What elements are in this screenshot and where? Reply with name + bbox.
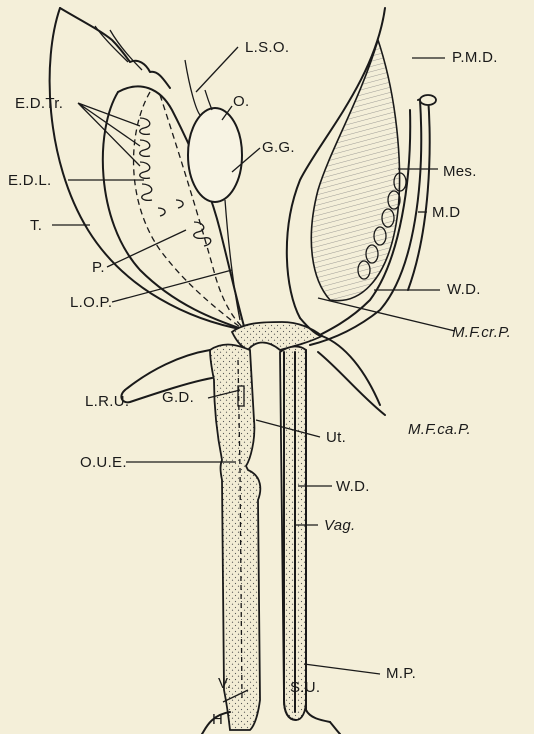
label-o: O. [233,93,249,110]
label-mp: M.P. [386,665,416,682]
label-v: V. [218,675,231,692]
ovary [188,108,242,202]
label-edtr: E.D.Tr. [15,95,63,112]
label-mfcrp: M.F.cr.P. [452,324,511,341]
label-pmd: P.M.D. [452,49,498,66]
label-h: H [212,711,223,728]
label-wd-lower: W.D. [336,478,370,495]
label-md: M.D [432,204,460,221]
leader-mp [304,664,380,674]
fimbriated-ostium [60,8,170,88]
label-gd: G.D. [162,389,194,406]
right-caudal-fold [318,336,385,415]
leader-lso [196,47,238,92]
sinus-urogenital-right [330,722,340,734]
label-t: T. [30,217,42,234]
label-lso: L.S.O. [245,39,289,56]
mullerian-duct-ostium [420,95,436,105]
uterus-vagina-tube [210,345,260,730]
label-lop: L.O.P. [70,294,112,311]
left-round-ligament-upper [125,350,210,390]
label-vag: Vag. [324,517,356,534]
label-oue: O.U.E. [80,454,127,471]
label-edl: E.D.L. [8,172,51,189]
label-mfcap: M.F.ca.P. [408,421,471,438]
label-lru: L.R.U. [85,393,129,410]
label-ut: Ut. [326,429,346,446]
label-gg: G.G. [262,139,295,156]
suspensory-ligament [185,60,212,115]
label-mes: Mes. [443,163,477,180]
label-wd-upper: W.D. [447,281,481,298]
germinal-gland [311,40,399,301]
label-su: S.U. [290,679,320,696]
label-p: P. [92,259,105,276]
